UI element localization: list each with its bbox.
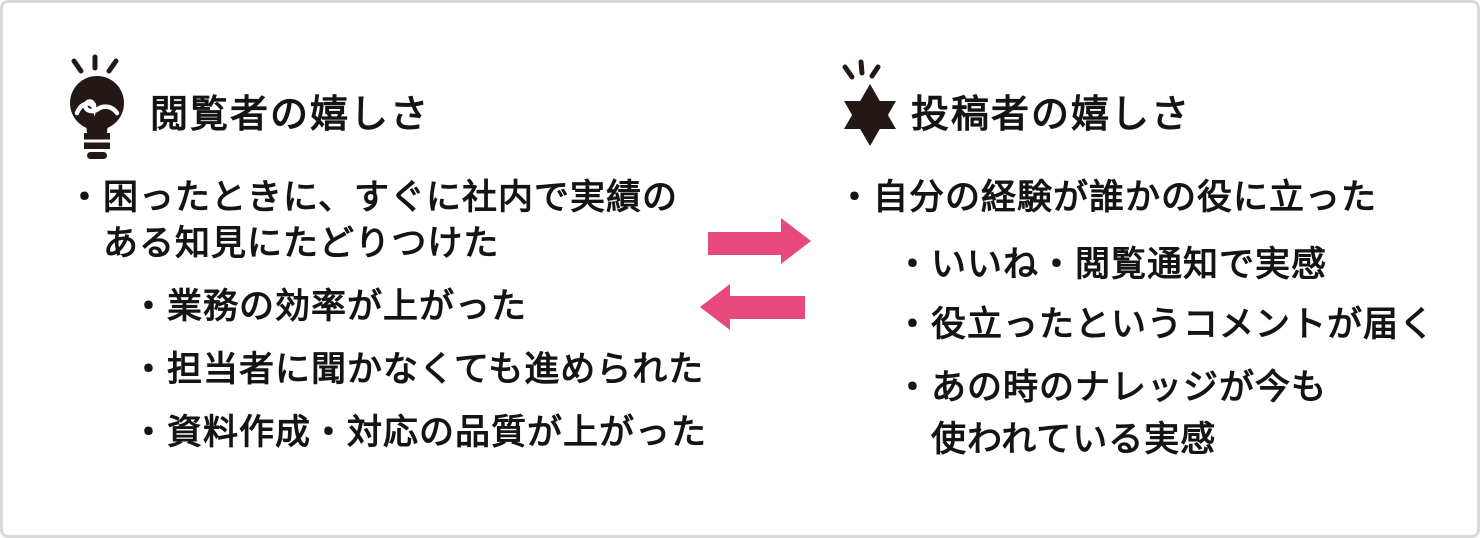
bullet-marker: ・ [895,305,932,344]
bullet-marker: ・ [895,368,932,407]
list-item: ・ いいね・閲覧通知で実感 [895,242,1457,288]
viewer-benefits-list: ・ 困ったときに、すぐに社内で実績の ある知見にたどりつけた ・ 業務の効率が上… [67,175,717,456]
poster-benefits-list: ・ 自分の経験が誰かの役に立った ・ いいね・閲覧通知で実感 ・ 役立ったという… [837,175,1457,466]
sparkle-star-icon [838,58,904,150]
right-arrow-icon [708,218,811,264]
bullet-marker: ・ [131,350,168,389]
list-item-text: 資料作成・対応の品質が上がった [167,413,708,452]
viewer-section-title: 閲覧者の嬉しさ [150,94,431,136]
exchange-arrows [698,216,813,334]
list-item: ・ 担当者に聞かなくても進められた [131,347,717,393]
list-item-text: 業務の効率が上がった [167,287,528,326]
list-item-text: 担当者に聞かなくても進められた [167,350,705,389]
bullet-marker: ・ [131,287,168,326]
bullet-marker: ・ [131,413,168,452]
bullet-marker: ・ [895,245,932,284]
list-item-text: いいね・閲覧通知で実感 [931,245,1328,284]
list-item-text: 役立ったというコメントが届く [931,305,1436,344]
left-arrow-icon [700,284,805,330]
list-item: ・ 自分の経験が誰かの役に立った [837,175,1457,221]
bullet-marker: ・ [67,178,104,217]
list-item-text: 自分の経験が誰かの役に立った [873,178,1378,217]
list-item: ・ 困ったときに、すぐに社内で実績の ある知見にたどりつけた [67,175,717,267]
list-item: ・ 業務の効率が上がった [131,284,717,330]
list-item-text: あの時のナレッジが今も 使われている実感 [931,368,1328,459]
lightbulb-eye-icon [61,53,133,159]
list-item: ・ 役立ったというコメントが届く [895,302,1457,348]
poster-section-title: 投稿者の嬉しさ [911,94,1192,136]
list-item-text: 困ったときに、すぐに社内で実績の ある知見にたどりつけた [103,178,678,263]
list-item: ・ 資料作成・対応の品質が上がった [131,410,717,456]
list-item: ・ あの時のナレッジが今も 使われている実感 [895,362,1457,466]
bullet-marker: ・ [837,178,874,217]
